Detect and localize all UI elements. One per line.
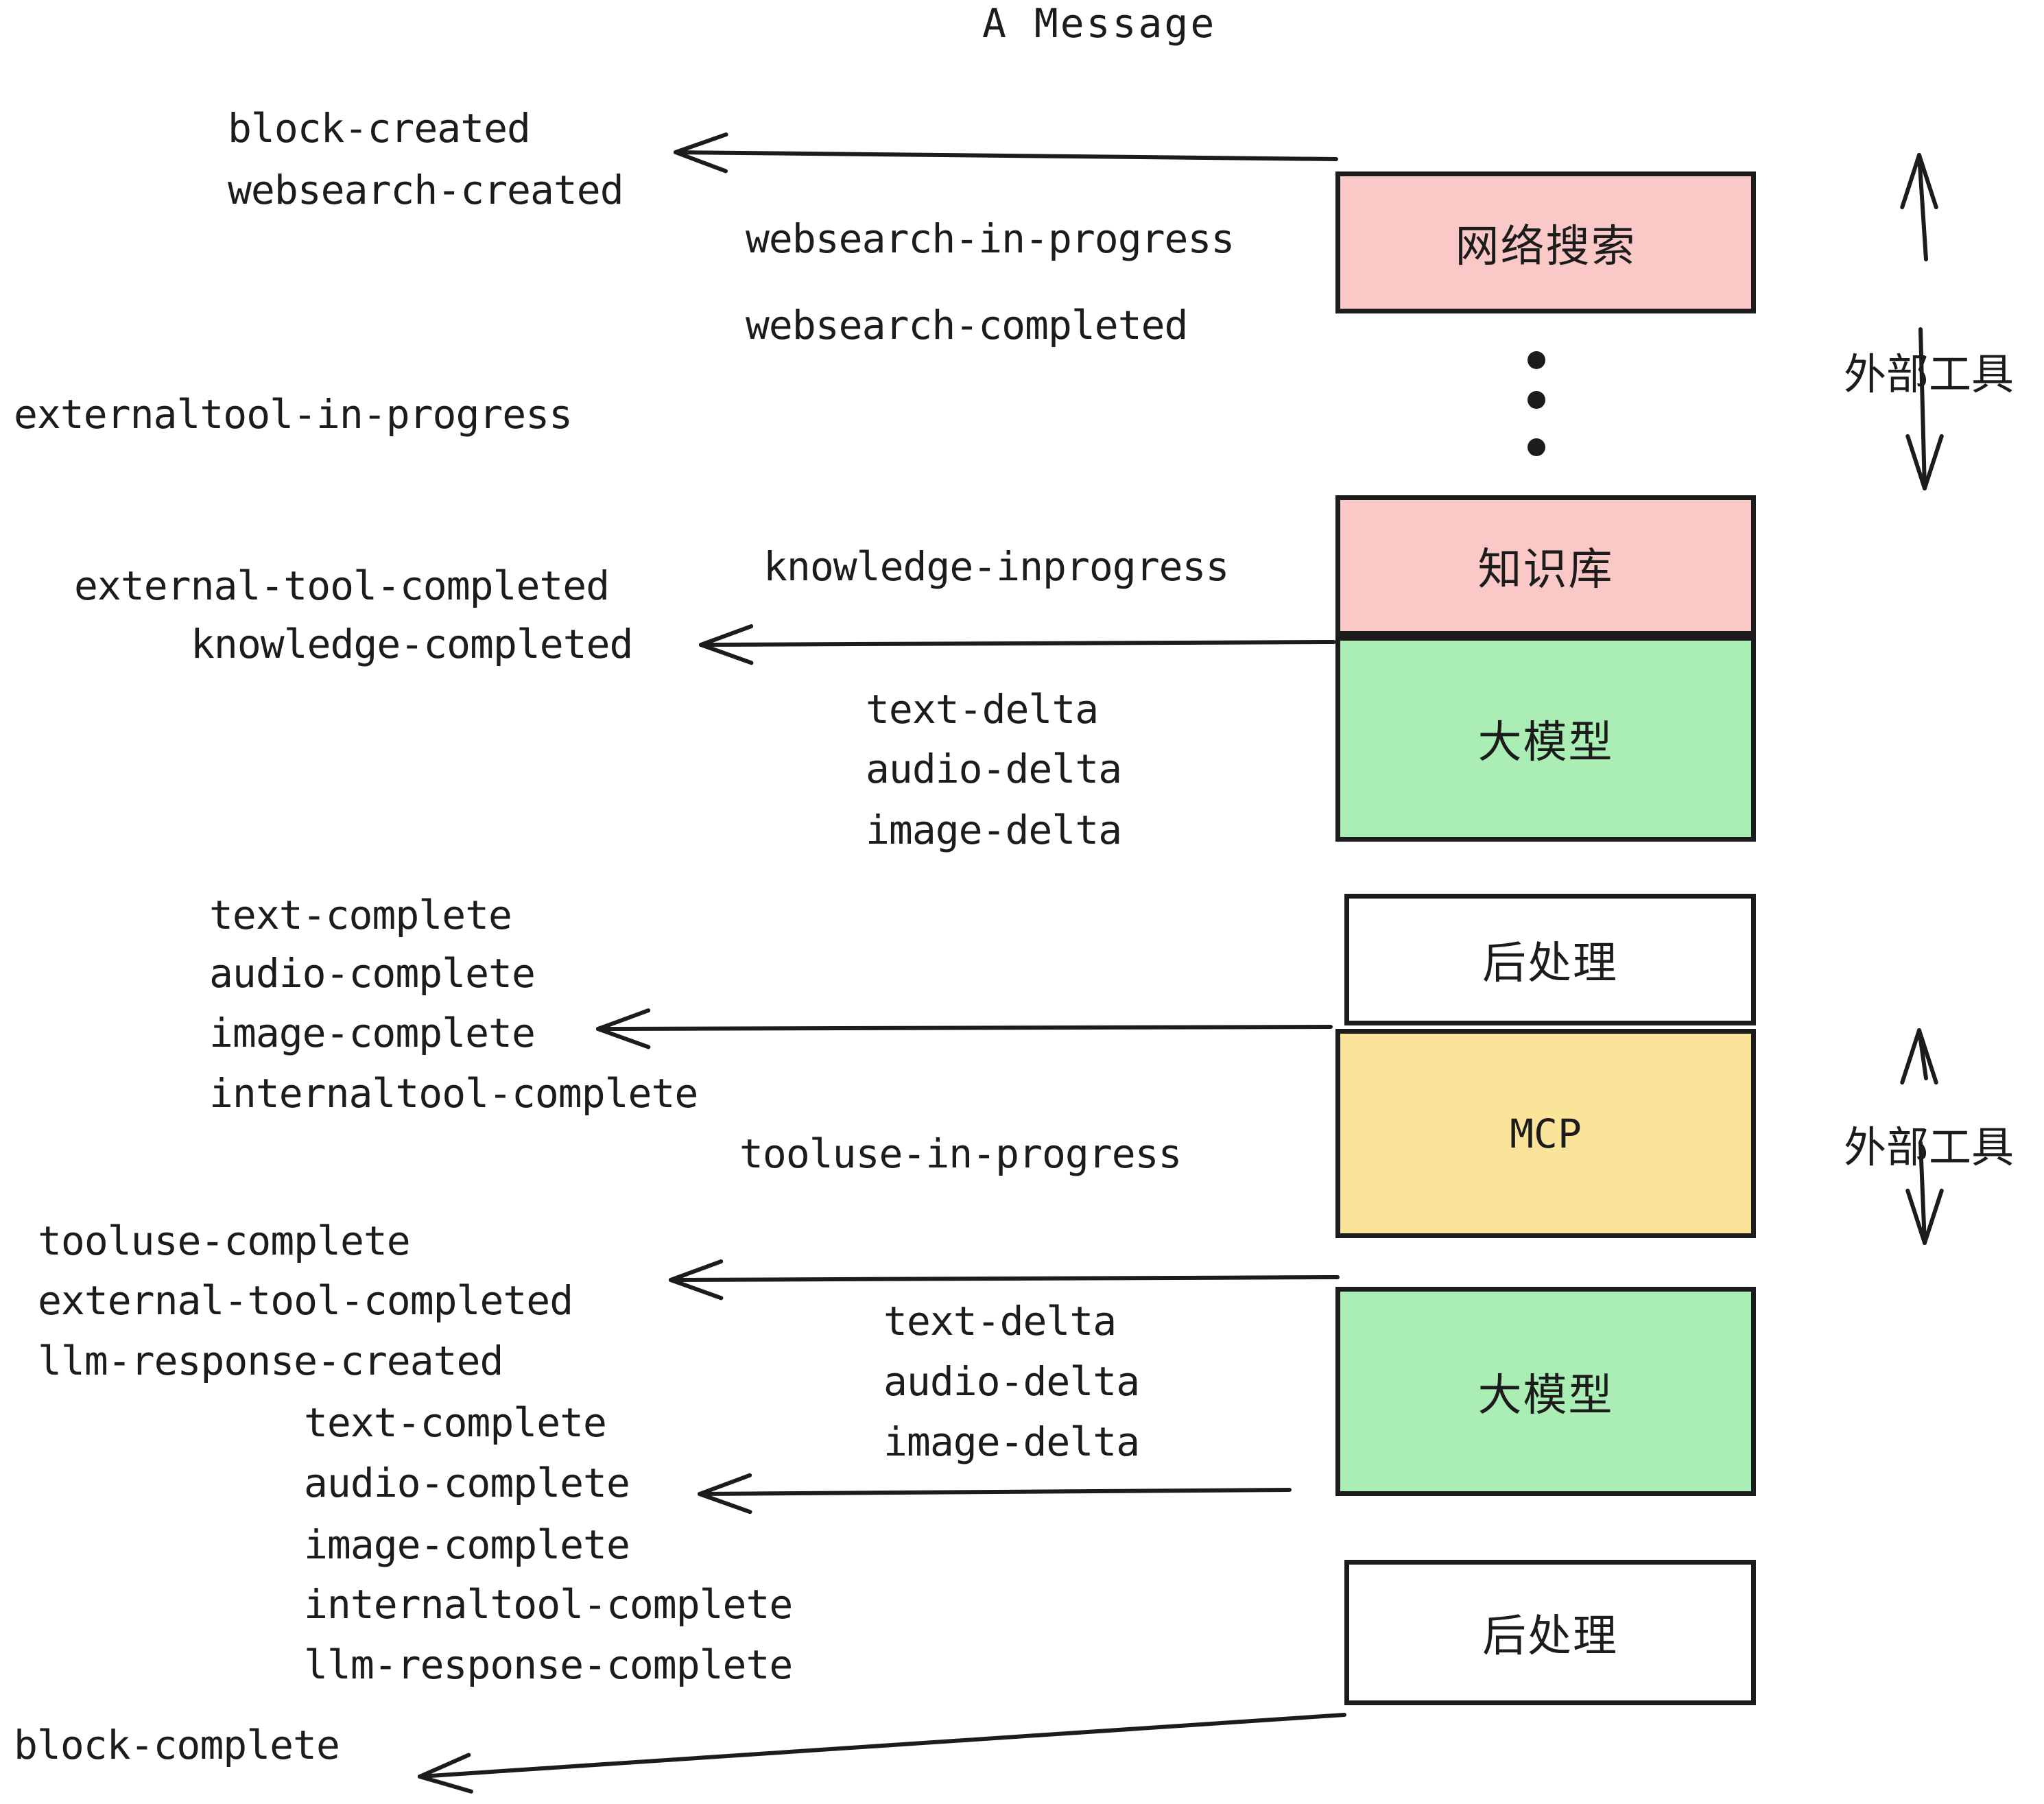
arrow-image-complete bbox=[596, 1008, 1333, 1049]
page-title: A Message bbox=[982, 0, 1217, 47]
arrow-block-complete bbox=[418, 1713, 1346, 1794]
box-label-postprocess-1: 后处理 bbox=[1482, 938, 1618, 989]
box-label-llm-2: 大模型 bbox=[1477, 1370, 1614, 1421]
event-label-llm-response-created: llm-response-created bbox=[38, 1338, 503, 1384]
event-label-tooluse-in-progress: tooluse-in-progress bbox=[739, 1130, 1182, 1177]
event-label-websearch-completed: websearch-completed bbox=[746, 302, 1188, 348]
box-postprocess-2: 后处理 bbox=[1344, 1560, 1756, 1705]
event-label-internaltool-complete-2: internaltool-complete bbox=[304, 1581, 793, 1628]
box-label-postprocess-2: 后处理 bbox=[1482, 1611, 1618, 1662]
event-label-audio-delta-1: audio-delta bbox=[866, 746, 1122, 792]
event-label-image-complete-1: image-complete bbox=[209, 1010, 536, 1056]
event-label-knowledge-inprogress: knowledge-inprogress bbox=[763, 543, 1229, 590]
event-label-externaltool-in-progress: externaltool-in-progress bbox=[14, 391, 573, 438]
event-label-internaltool-complete-1: internaltool-complete bbox=[209, 1070, 698, 1117]
event-label-audio-complete-1: audio-complete bbox=[209, 950, 536, 997]
event-label-image-delta-1: image-delta bbox=[866, 807, 1122, 853]
box-postprocess-1: 后处理 bbox=[1344, 894, 1756, 1025]
event-label-websearch-created: websearch-created bbox=[228, 167, 624, 213]
event-label-text-complete-2: text-complete bbox=[304, 1399, 607, 1446]
box-websearch: 网络搜索 bbox=[1335, 171, 1756, 313]
arrow-knowledge-completed bbox=[699, 624, 1336, 665]
event-label-text-delta-1: text-delta bbox=[866, 686, 1099, 733]
event-label-block-complete: block-complete bbox=[14, 1722, 340, 1768]
side-label-external-tools-top: 外部工具 bbox=[1844, 349, 2015, 399]
event-label-external-tool-completed-2: external-tool-completed bbox=[38, 1277, 573, 1324]
ellipsis-dot bbox=[1528, 438, 1545, 456]
box-label-llm-1: 大模型 bbox=[1477, 717, 1614, 768]
event-label-audio-complete-2: audio-complete bbox=[304, 1460, 630, 1506]
event-label-knowledge-completed: knowledge-completed bbox=[191, 621, 633, 667]
external-tools-arrow-top bbox=[1900, 153, 1944, 490]
arrow-tooluse-complete bbox=[669, 1259, 1340, 1301]
event-label-tooluse-complete: tooluse-complete bbox=[38, 1218, 411, 1264]
event-label-audio-delta-2: audio-delta bbox=[883, 1358, 1140, 1405]
box-label-knowledge: 知识库 bbox=[1477, 544, 1614, 595]
arrow-block-created bbox=[674, 132, 1338, 174]
ellipsis-dot bbox=[1528, 351, 1545, 369]
box-label-websearch: 网络搜索 bbox=[1455, 221, 1637, 272]
event-label-image-complete-2: image-complete bbox=[304, 1521, 630, 1568]
event-label-block-created: block-created bbox=[228, 105, 531, 152]
event-label-text-complete-1: text-complete bbox=[209, 892, 512, 938]
side-label-external-tools-bottom: 外部工具 bbox=[1844, 1122, 2015, 1172]
box-llm-1: 大模型 bbox=[1335, 636, 1756, 842]
event-label-text-delta-2: text-delta bbox=[883, 1298, 1117, 1344]
box-knowledge: 知识库 bbox=[1335, 495, 1756, 636]
box-label-mcp: MCP bbox=[1510, 1110, 1582, 1157]
event-label-llm-response-complete: llm-response-complete bbox=[304, 1641, 793, 1688]
box-llm-2: 大模型 bbox=[1335, 1287, 1756, 1496]
event-label-websearch-in-progress: websearch-in-progress bbox=[746, 215, 1235, 262]
event-label-image-delta-2: image-delta bbox=[883, 1419, 1140, 1465]
ellipsis-dot bbox=[1528, 391, 1545, 409]
event-label-external-tool-completed-1: external-tool-completed bbox=[74, 562, 610, 609]
box-mcp: MCP bbox=[1335, 1029, 1756, 1238]
arrow-audio-complete bbox=[698, 1473, 1292, 1515]
